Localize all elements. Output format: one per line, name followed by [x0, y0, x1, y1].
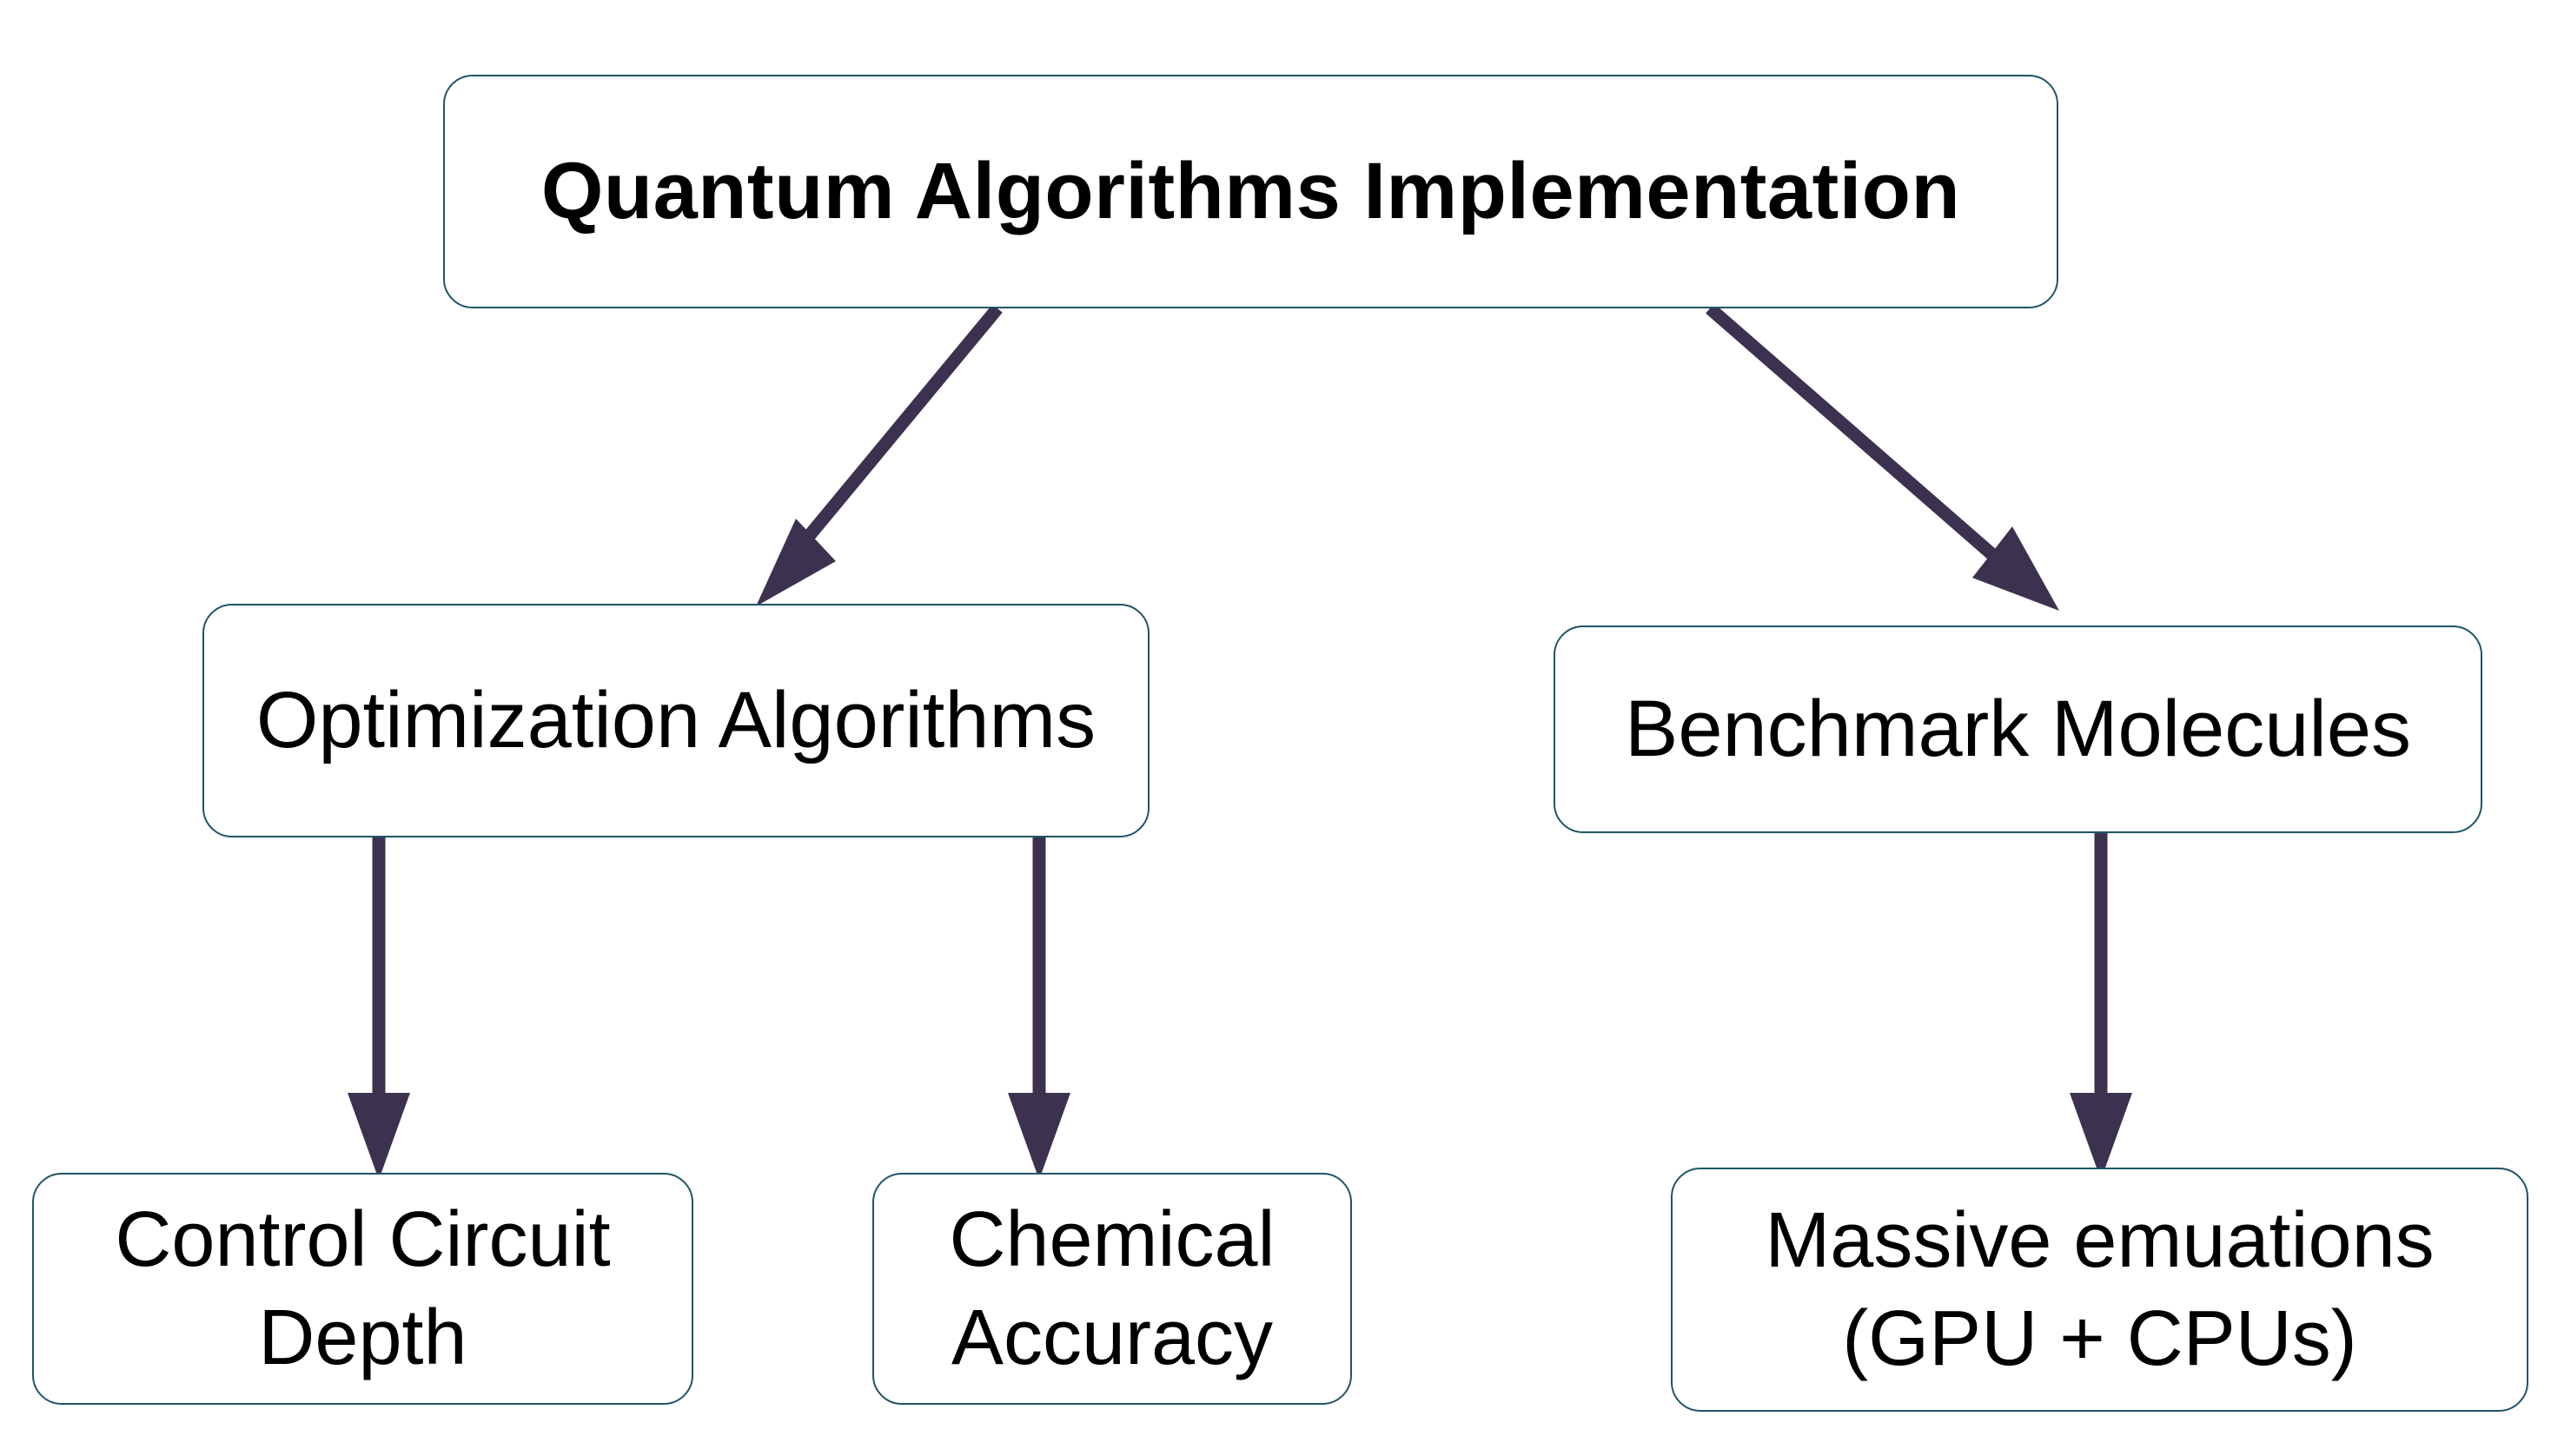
control-circuit-depth-box: Control Circuit Depth — [32, 1173, 693, 1405]
chemical-accuracy-box: Chemical Accuracy — [872, 1173, 1352, 1405]
control-circuit-depth-label: Control Circuit Depth — [115, 1196, 611, 1381]
arrowhead-benchmark — [1972, 526, 2059, 611]
arrowhead-chemical-accuracy — [1008, 1093, 1070, 1180]
root-node-label: Quantum Algorithms Implementation — [540, 147, 1961, 235]
benchmark-molecules-box: Benchmark Molecules — [1554, 625, 2482, 833]
root-node-box: Quantum Algorithms Implementation — [443, 75, 2058, 308]
arrowhead-optimization — [756, 519, 836, 606]
chemical-accuracy-label: Chemical Accuracy — [949, 1196, 1276, 1381]
optimization-algorithms-label: Optimization Algorithms — [255, 676, 1097, 764]
arrow-root-to-benchmark — [1706, 303, 2006, 568]
optimization-algorithms-box: Optimization Algorithms — [202, 604, 1150, 837]
arrow-root-to-optimization — [787, 304, 1003, 560]
arrowhead-massive-emulations — [2070, 1093, 2132, 1180]
benchmark-molecules-label: Benchmark Molecules — [1624, 685, 2412, 773]
massive-emulations-box: Massive emuations (GPU + CPUs) — [1671, 1168, 2528, 1412]
massive-emulations-label: Massive emuations (GPU + CPUs) — [1765, 1197, 2435, 1382]
arrowhead-control-depth — [348, 1093, 410, 1180]
